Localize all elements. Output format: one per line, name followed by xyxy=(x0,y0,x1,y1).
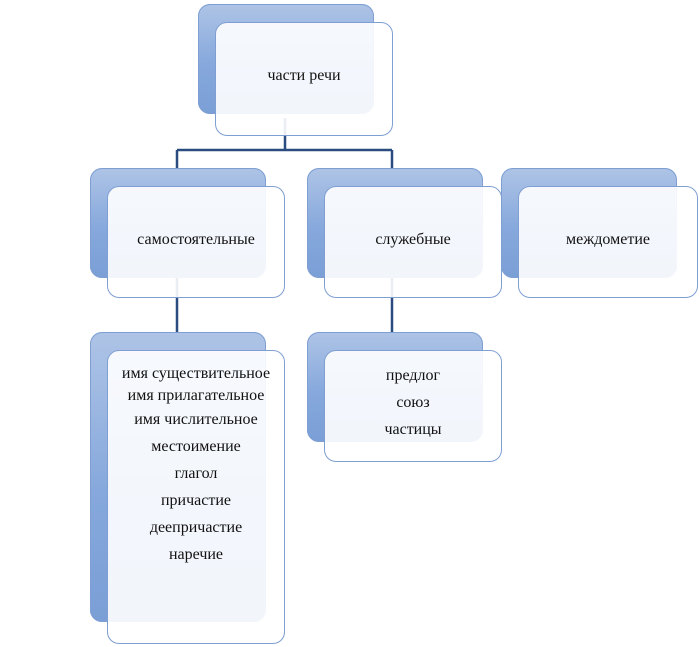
list-item: наречие xyxy=(168,546,224,563)
category-interjection-label: междометие xyxy=(566,230,650,248)
category-auxiliary-label: служебные xyxy=(375,230,451,248)
list-item: деепричастие xyxy=(149,519,243,536)
category-independent-label: самостоятельные xyxy=(137,230,255,248)
list-item: союз xyxy=(396,394,430,411)
list-item: глагол xyxy=(174,465,218,482)
list-item: местоимение xyxy=(151,438,241,455)
list-item: причастие xyxy=(160,492,232,509)
list-item: имя прилагательное xyxy=(127,387,265,404)
list-item: имя существительное xyxy=(121,365,271,382)
list-item: частицы xyxy=(384,421,442,438)
independent-list: имя существительное имя прилагательное и… xyxy=(121,365,271,564)
list-item: предлог xyxy=(385,367,441,384)
root-label: части речи xyxy=(267,67,341,84)
auxiliary-list: предлог союз частицы xyxy=(384,367,441,439)
list-item: имя числительное xyxy=(134,411,258,428)
